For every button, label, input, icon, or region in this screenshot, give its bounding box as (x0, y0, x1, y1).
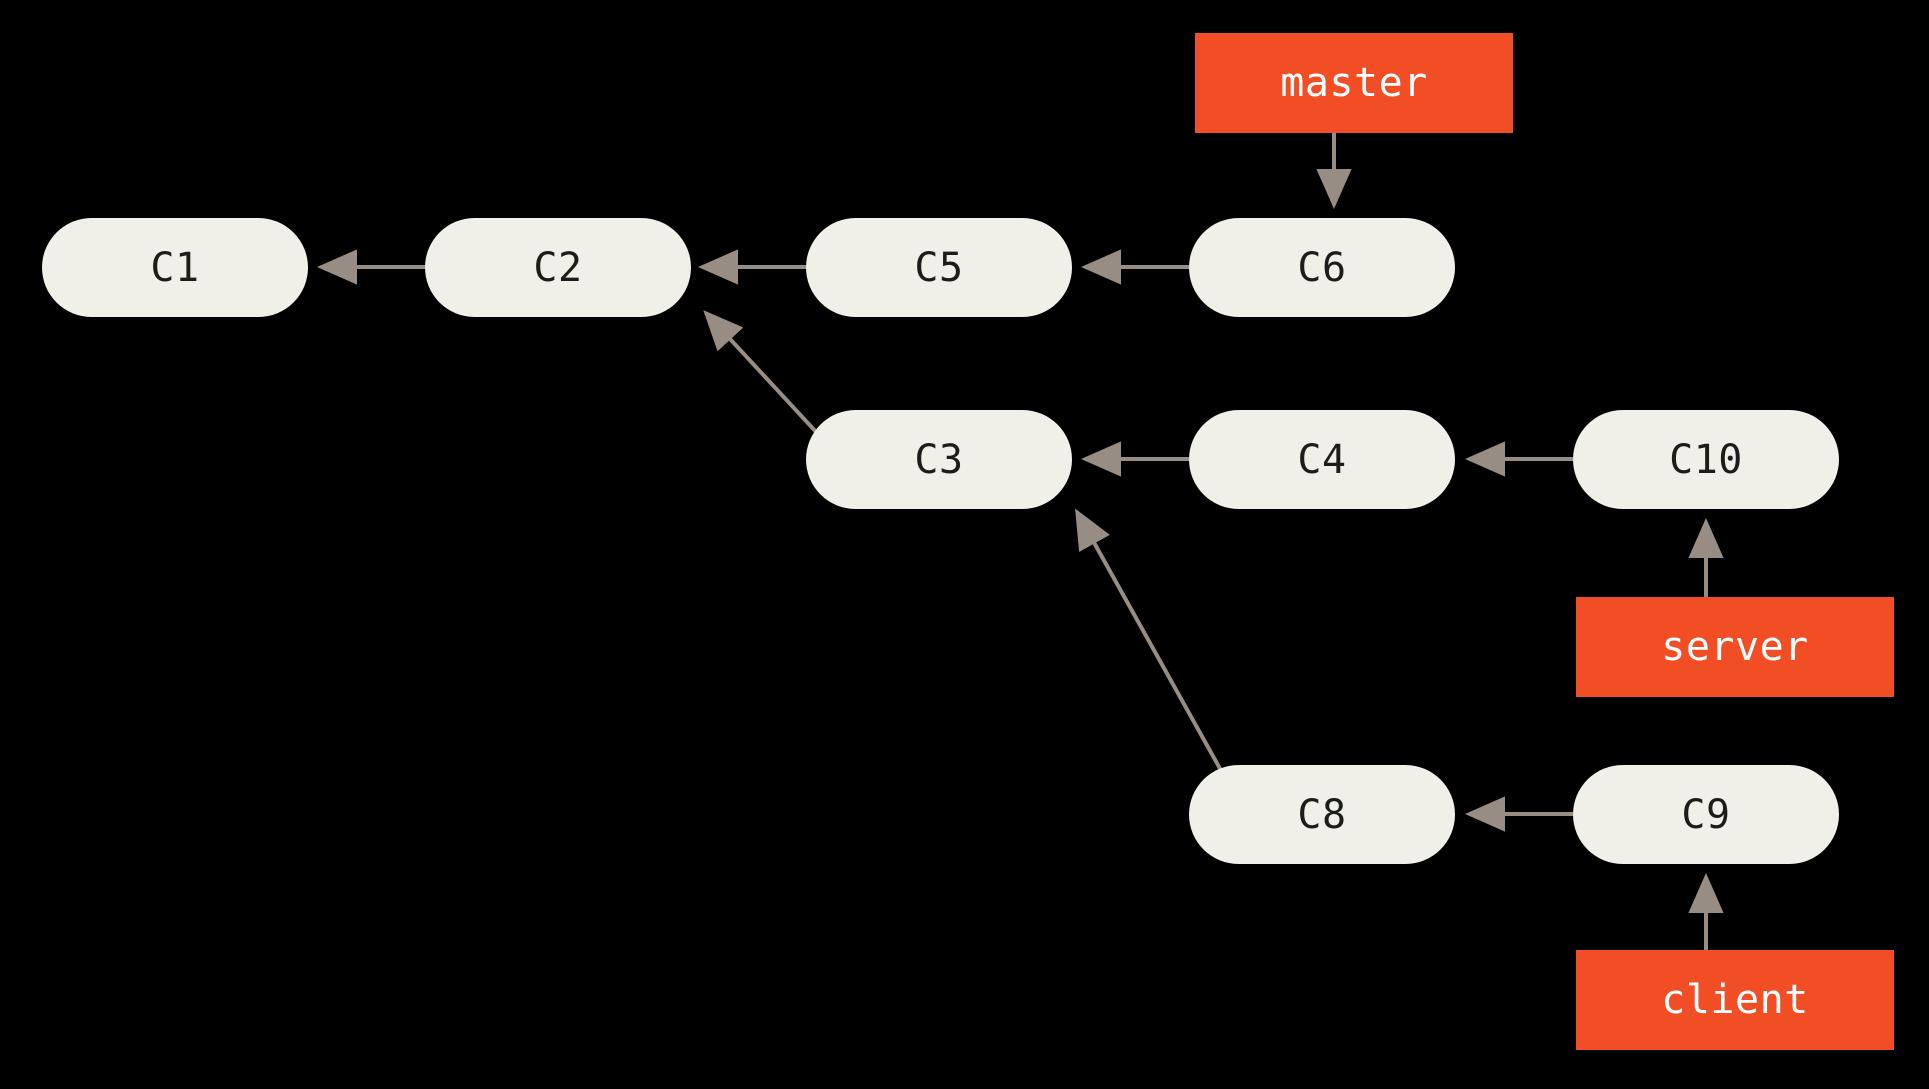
commit-node-text: C6 (1297, 244, 1347, 291)
commit-node-c1[interactable]: C1 (42, 218, 308, 317)
commit-node-c6[interactable]: C6 (1189, 218, 1455, 317)
commit-node-c2[interactable]: C2 (425, 218, 691, 317)
commit-node-text: C5 (914, 244, 964, 291)
commit-node-c3[interactable]: C3 (806, 410, 1072, 509)
commit-node-c4[interactable]: C4 (1189, 410, 1455, 509)
commit-node-c5[interactable]: C5 (806, 218, 1072, 317)
commit-node-text: C3 (914, 436, 964, 483)
commit-node-c10[interactable]: C10 (1573, 410, 1839, 509)
commit-node-c8[interactable]: C8 (1189, 765, 1455, 864)
commit-node-text: C9 (1681, 791, 1731, 838)
branch-label-text: client (1661, 977, 1809, 1023)
commit-node-text: C4 (1297, 436, 1347, 483)
commit-node-text: C8 (1297, 791, 1347, 838)
commit-node-text: C10 (1669, 436, 1743, 483)
branch-label-text: server (1661, 624, 1809, 670)
edge-c8-to-c3 (1075, 508, 1230, 784)
commit-node-c9[interactable]: C9 (1573, 765, 1839, 864)
commit-node-text: C1 (150, 244, 200, 291)
edge-c3-to-c2 (703, 310, 820, 436)
branch-label-client[interactable]: client (1576, 950, 1894, 1050)
branch-label-text: master (1280, 60, 1428, 106)
branch-label-master[interactable]: master (1195, 33, 1513, 133)
branch-label-server[interactable]: server (1576, 597, 1894, 697)
commit-node-text: C2 (533, 244, 583, 291)
